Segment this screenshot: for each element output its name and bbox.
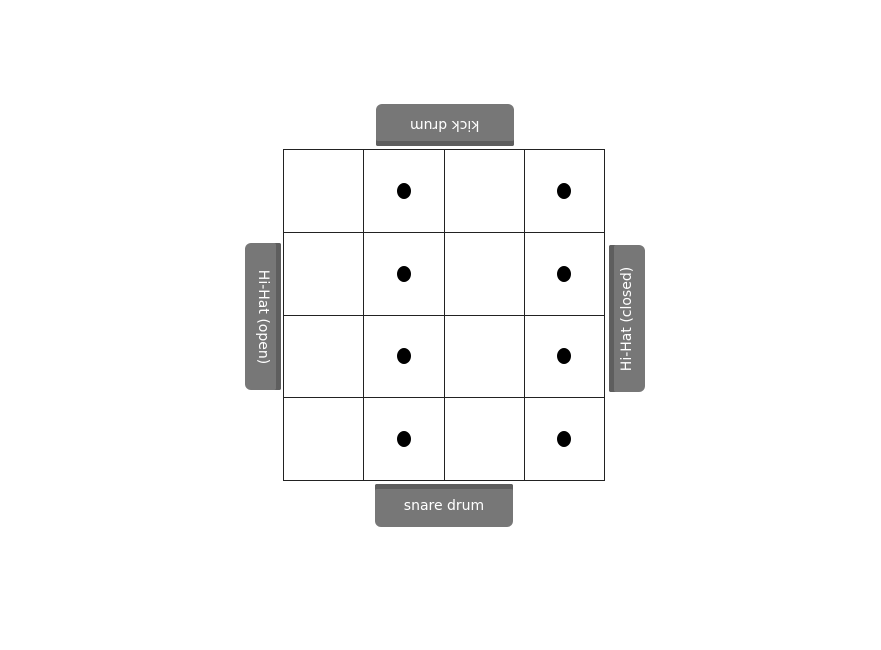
dot-marker <box>557 431 572 448</box>
grid-cell <box>524 232 605 316</box>
kick-drum-label: kick drum <box>410 117 480 133</box>
dot-marker <box>396 348 411 365</box>
grid-cell <box>364 315 445 399</box>
hi-hat-closed-pad: Hi-Hat (closed) <box>609 245 645 392</box>
grid-cell <box>364 398 445 481</box>
grid-cell <box>444 315 525 399</box>
snare-drum-label: snare drum <box>403 497 485 514</box>
grid-cell <box>364 232 445 316</box>
grid-cell <box>524 150 605 233</box>
dot-marker <box>396 265 411 282</box>
grid-cell <box>284 315 365 399</box>
grid-cell <box>444 150 525 233</box>
hi-hat-open-pad: Hi-Hat (open) <box>245 243 281 390</box>
grid-cell <box>524 315 605 399</box>
hi-hat-closed-label: Hi-Hat (closed) <box>619 266 636 371</box>
snare-drum-pad: snare drum <box>375 484 513 527</box>
kick-drum-pad: kick drum <box>376 104 514 146</box>
dot-marker <box>396 431 411 448</box>
step-grid <box>283 149 605 481</box>
dot-marker <box>557 265 572 282</box>
grid-cell <box>364 150 445 233</box>
dot-marker <box>557 182 572 199</box>
dot-marker <box>557 348 572 365</box>
grid-cell <box>284 398 365 481</box>
grid-cell <box>284 150 365 233</box>
dot-marker <box>396 182 411 199</box>
grid-cell <box>284 232 365 316</box>
hi-hat-open-label: Hi-Hat (open) <box>255 269 272 364</box>
grid-cell <box>444 232 525 316</box>
grid-cell <box>524 398 605 481</box>
grid-cell <box>444 398 525 481</box>
